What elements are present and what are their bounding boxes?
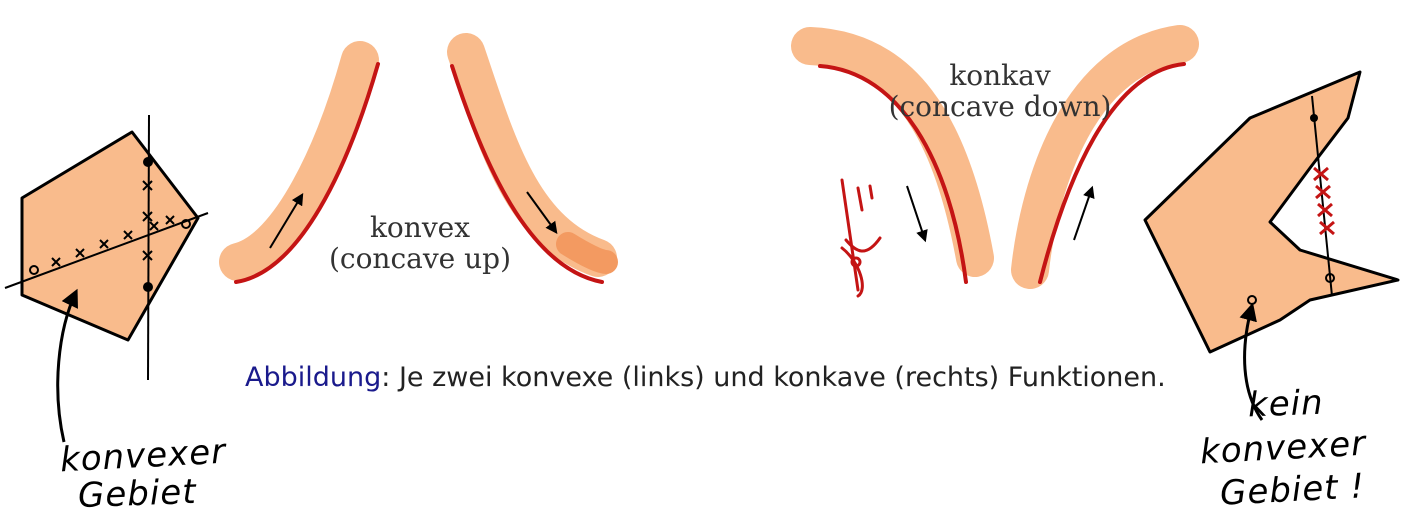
nonconvex-region-fill [1143, 70, 1400, 354]
pointer-arrow-left [56, 288, 78, 443]
concave-label-line1: konkav [949, 59, 1051, 92]
convex-label-line2: (concave up) [328, 242, 512, 275]
horizontal-chord [4, 212, 209, 289]
nonconvex-chord [1311, 95, 1333, 297]
caption-key: Abbildung [245, 362, 382, 393]
figure-caption: Abbildung: Je zwei konvexe (links) und k… [245, 362, 1166, 393]
pointer-arrow-right [1239, 302, 1264, 421]
red-eye-scribble [840, 178, 882, 298]
convex-curve-right [447, 33, 618, 284]
convex-curve-left [219, 41, 380, 284]
convex-region-sketch [4, 114, 209, 443]
handwritten-note-right-line1: kein [1247, 382, 1325, 426]
convex-region-fill [20, 130, 200, 342]
nonconvex-markers [1247, 114, 1335, 305]
convex-label: konvex (concave up) [300, 212, 540, 274]
chord-markers [29, 157, 191, 292]
concave-label-line2: (concave down) [888, 90, 1112, 123]
concave-label: konkav (concave down) [870, 60, 1130, 122]
caption-text: : Je zwei konvexe (links) und konkave (r… [381, 362, 1166, 393]
vertical-chord [147, 114, 150, 381]
nonconvex-region-sketch [1143, 70, 1400, 421]
handwritten-note-right-line3: Gebiet ! [1219, 466, 1366, 514]
handwritten-note-left-line2: Gebiet [77, 471, 198, 516]
convex-label-line1: konvex [369, 211, 471, 244]
concave-curve-right [1011, 25, 1199, 289]
concave-curve-left [791, 27, 994, 284]
